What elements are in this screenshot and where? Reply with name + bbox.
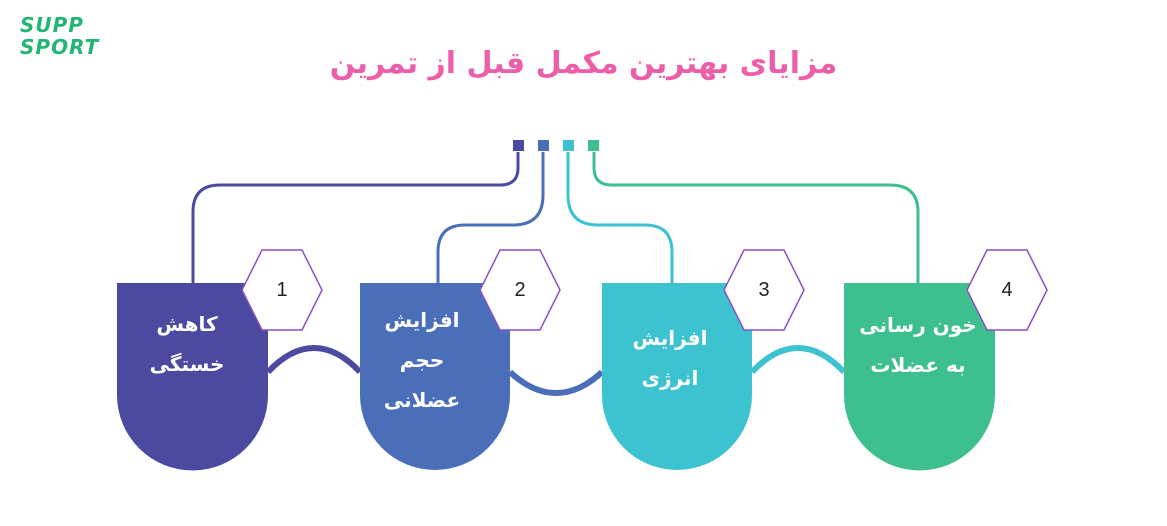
item-4-line-2: به عضلات	[870, 353, 966, 377]
item-4-text: خون رسانی به عضلات	[850, 305, 986, 385]
top-square-1	[513, 140, 524, 151]
wave-link-3	[749, 345, 847, 375]
item-1-line-2: خستگی	[149, 352, 225, 376]
item-2-line-3: عضلانی	[383, 388, 461, 412]
hexagon-1	[241, 249, 323, 331]
page-title: مزایای بهترین مکمل قبل از تمرین	[329, 46, 838, 81]
logo-line-2: SPORT	[20, 35, 100, 59]
item-3-text: افزایش انرژی	[610, 318, 730, 398]
wave-link-1	[265, 345, 363, 375]
item-2-text: افزایش حجم عضلانی	[362, 300, 482, 420]
top-square-3	[563, 140, 574, 151]
item-3-line-1: افزایش	[632, 326, 708, 350]
logo-line-1: SUPP	[20, 13, 84, 37]
card-3-shape	[602, 283, 752, 470]
top-square-4	[588, 140, 599, 151]
item-3-line-2: انرژی	[641, 366, 699, 390]
item-1-line-1: کاهش	[156, 312, 218, 336]
supp-sport-logo: SUPP SPORT	[20, 14, 99, 58]
item-1-text: کاهش خستگی	[127, 304, 247, 384]
card-1-shape	[117, 283, 268, 471]
card-4-shape	[844, 283, 995, 471]
connector-line-3	[566, 152, 674, 283]
connector-line-4	[592, 152, 920, 283]
item-2-line-2: حجم	[399, 348, 445, 372]
hexagon-3	[723, 249, 805, 331]
item-2-line-1: افزایش	[384, 308, 460, 332]
item-4-number: 4	[1001, 279, 1013, 301]
item-1-number: 1	[276, 279, 288, 301]
card-2-shape	[360, 283, 510, 470]
item-2-number: 2	[514, 279, 526, 301]
item-3-number: 3	[758, 279, 770, 301]
item-4-line-1: خون رسانی	[859, 313, 977, 337]
hexagon-4	[966, 249, 1048, 331]
connector-line-2	[436, 152, 545, 283]
hexagon-2	[479, 249, 561, 331]
wave-link-2	[507, 369, 605, 396]
top-square-2	[538, 140, 549, 151]
connector-line-1	[191, 152, 520, 283]
